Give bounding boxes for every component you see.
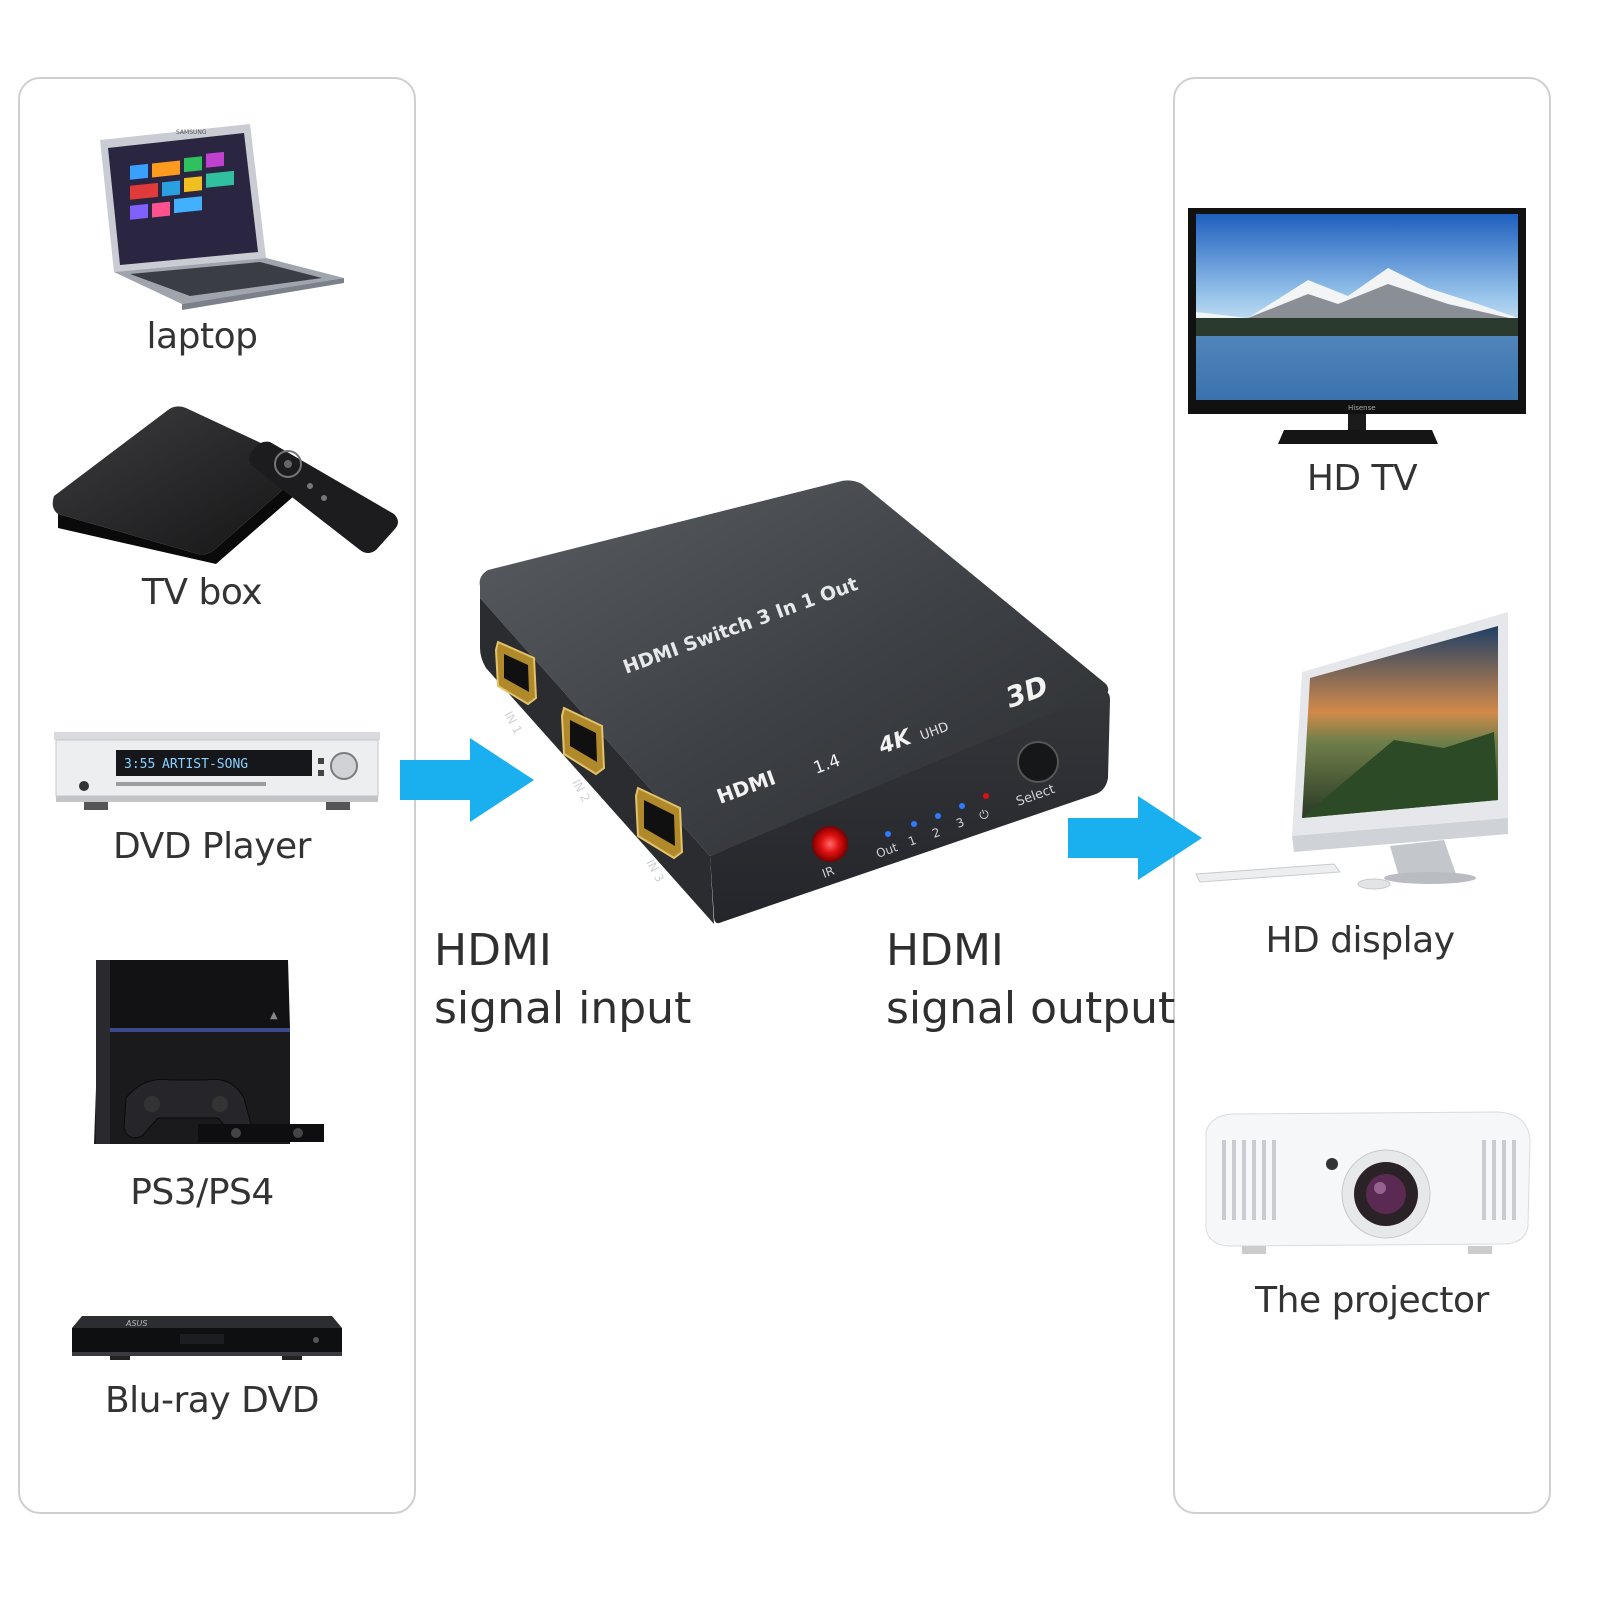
ir-receiver-led: [812, 826, 848, 862]
hdmi-port-in2: [560, 706, 606, 776]
output-arrow: [1068, 796, 1202, 880]
hdmi-signal-output-label: HDMI signal output: [886, 922, 1175, 1038]
led-1: [911, 821, 917, 827]
input-line2: signal input: [434, 983, 692, 1034]
output-label-hd-display: HD display: [1265, 920, 1455, 961]
hdmi-signal-input-label: HDMI signal input: [434, 922, 691, 1038]
tv-brand: Hisense: [1348, 404, 1376, 412]
tv-box-icon: [52, 406, 398, 564]
ir-label: IR: [820, 864, 836, 881]
led-3: [959, 803, 965, 809]
output-line1: HDMI: [886, 925, 1004, 976]
bluray-brand: ASUS: [125, 1319, 147, 1328]
output-line2: signal output: [886, 983, 1176, 1034]
laptop-brand: SAMSUNG: [176, 129, 207, 136]
input-line1: HDMI: [434, 925, 552, 976]
dvd-player-icon: 3:55 ARTIST-SONG: [54, 732, 380, 810]
input-label-bluray-dvd: Blu-ray DVD: [104, 1380, 320, 1421]
led-power: [983, 793, 989, 799]
dvd-display-time: 3:55: [124, 757, 155, 772]
game-console-icon: ▲: [94, 960, 324, 1144]
dvd-display-text: ARTIST-SONG: [162, 757, 248, 772]
laptop-icon: SAMSUNG: [100, 124, 344, 310]
monitor-icon: [1195, 612, 1508, 890]
bluray-player-icon: ASUS: [72, 1316, 342, 1360]
input-label-tv-box: TV box: [141, 572, 263, 613]
output-label-projector: The projector: [1255, 1280, 1489, 1321]
tv-icon: Hisense: [1188, 208, 1526, 444]
led-label-2: 2: [930, 825, 942, 841]
hdmi-port-in1: [494, 640, 538, 706]
svg-text:▲: ▲: [270, 1010, 278, 1021]
input-label-dvd-player: DVD Player: [113, 826, 311, 867]
hdmi-switch-device: IN 1 IN 2 IN 3 HDMI Switch 3 In 1 Out 3D…: [479, 480, 1110, 924]
led-2: [935, 813, 941, 819]
led-out: [885, 831, 891, 837]
input-label-laptop: laptop: [146, 316, 258, 357]
input-label-ps3-ps4: PS3/PS4: [130, 1172, 274, 1213]
output-label-hd-tv: HD TV: [1306, 458, 1418, 499]
select-button[interactable]: [1017, 741, 1059, 783]
led-label-1: 1: [906, 833, 918, 849]
input-arrow: [400, 738, 534, 822]
led-label-3: 3: [954, 815, 966, 831]
hdmi-port-in3: [634, 786, 684, 860]
projector-icon: [1205, 1111, 1531, 1254]
port-label-in1: IN 1: [501, 709, 525, 737]
